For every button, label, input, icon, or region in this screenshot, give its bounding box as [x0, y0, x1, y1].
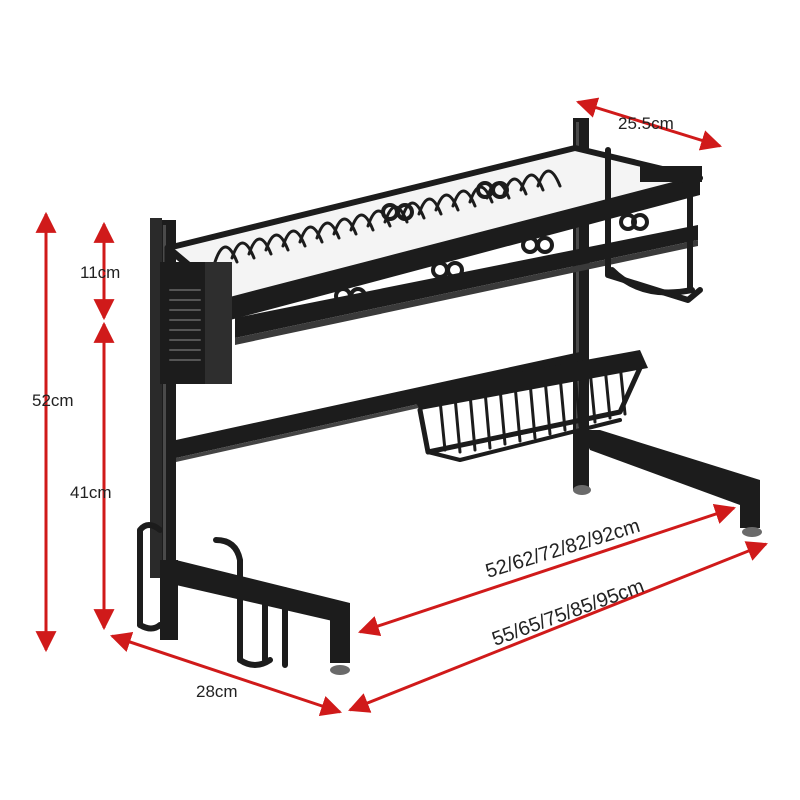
left-base-leg	[160, 560, 350, 675]
middle-crossbar	[176, 352, 580, 458]
right-base-leg	[573, 430, 762, 537]
dish-rack-illustration	[137, 118, 762, 675]
dimension-arrows	[35, 97, 768, 716]
towel-hanger	[605, 147, 703, 303]
base-depth-arrow	[110, 632, 342, 716]
total-height-label: 52cm	[32, 391, 74, 410]
top-tier-front-rail	[235, 225, 698, 338]
utensil-holder	[160, 262, 232, 384]
dish-slots	[213, 169, 562, 264]
outer-width-arrow	[348, 541, 768, 713]
depth-top-arrow	[575, 97, 723, 151]
lower-height-label: 41cm	[70, 483, 112, 502]
base-depth-label: 28cm	[196, 682, 238, 701]
board-holder	[137, 522, 288, 668]
inner-width-label: 52/62/72/82/92cm	[483, 515, 643, 583]
outer-width-label: 55/65/75/85/95cm	[489, 575, 647, 650]
left-back-post	[150, 218, 162, 578]
tier-gap-label: 11cm	[80, 263, 120, 282]
top-shelf	[164, 145, 703, 320]
hanging-basket	[410, 350, 648, 462]
depth-top-label: 25.5cm	[618, 114, 674, 133]
